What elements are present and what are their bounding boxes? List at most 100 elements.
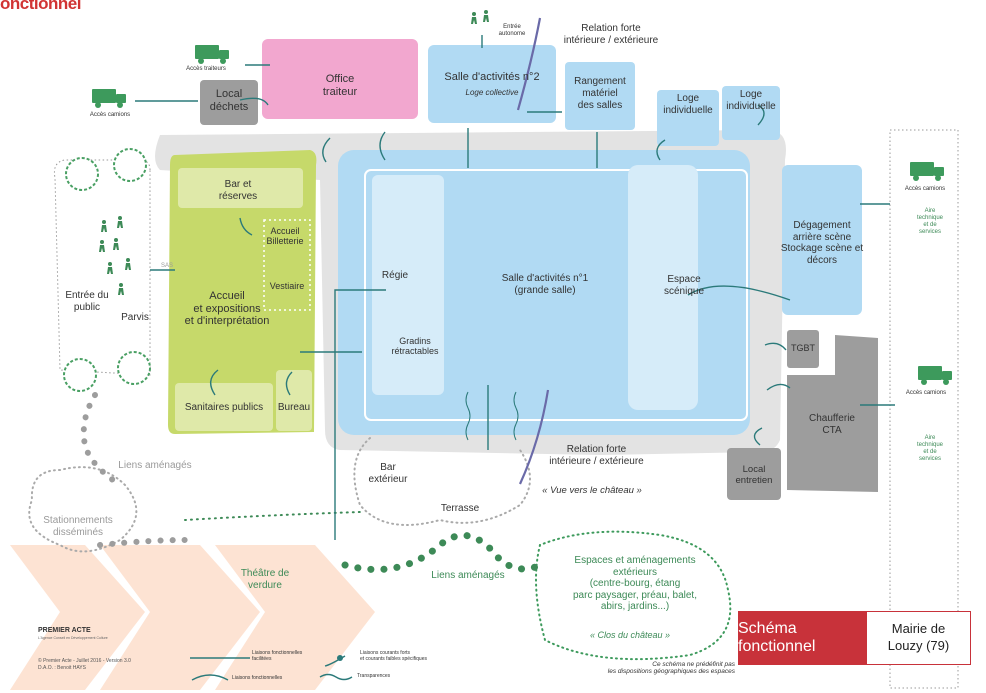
tgbt-block [787, 330, 819, 368]
rangement-label: Rangement matériel des salles [574, 76, 626, 111]
office-traiteur-label: Office traiteur [322, 73, 358, 98]
bar-exterieur-label: Bar extérieur [368, 462, 408, 485]
bar-block [178, 168, 303, 208]
local-entretien-label: Local entretien [735, 464, 773, 486]
tree-icon [117, 351, 151, 385]
chevron-band [10, 545, 375, 690]
curve-7 [285, 371, 293, 396]
theatre-label: Théâtre de verdure [240, 568, 290, 591]
sanitaires-block [175, 383, 273, 431]
dotted-path-grey [80, 392, 123, 488]
publisher-logo-text: PREMIER ACTE [38, 627, 91, 634]
rangement-block [565, 62, 635, 130]
terrasse-label: Terrasse [440, 503, 480, 514]
trucks [92, 45, 952, 385]
transparency-waves [465, 391, 519, 441]
curve-10 [753, 427, 763, 446]
stationnement-cloud [28, 466, 138, 553]
acces-camions-right-bottom-label: Accès camions [905, 390, 947, 396]
legend-glyphs [190, 655, 353, 681]
vestiaire-outline [263, 219, 311, 311]
chevron-shape-3 [215, 545, 375, 690]
curve-11 [239, 97, 269, 106]
local-dechets-block [200, 80, 258, 125]
bureau-block [276, 370, 312, 431]
trees [63, 148, 151, 392]
credit-text: © Premier Acte - Juillet 2016 - Version … [38, 658, 131, 671]
vue-chateau-label: « Vue vers le château » [542, 485, 642, 496]
legend-wave-transparences [319, 673, 353, 681]
clos-chateau-label: « Clos du château » [589, 630, 671, 640]
salle2-label: Salle d'activités n°2 [444, 71, 540, 83]
bar-reserves-label: Bar et réserves [218, 179, 258, 202]
liens-amenages-2-label: Liens aménagés [431, 570, 505, 581]
loge2-label: Loge individuelle [726, 89, 776, 112]
strong-relation-arrows [516, 17, 550, 485]
salle2-sub-label: Loge collective [465, 88, 519, 97]
curve-2 [379, 131, 386, 161]
truck-icon [910, 162, 944, 181]
scene-zone [628, 165, 698, 410]
relation-arrow-bottom [518, 389, 550, 485]
gradins-zone [372, 175, 444, 395]
stamp-title: Schéma fonctionnel [738, 611, 866, 665]
acces-camions-right-top-label: Accès camions [904, 186, 946, 192]
dotted-path-thin [184, 511, 361, 521]
parvis-label: Parvis [121, 312, 149, 323]
legend-facilitees-label: Liaisons fonctionnelles facilitées [252, 650, 303, 662]
tree-icon [65, 157, 99, 191]
chevron-shape-2 [100, 545, 260, 690]
local-entretien-block [727, 448, 781, 500]
entree-public-label: Entrée du public [65, 290, 109, 313]
person-icon [99, 240, 105, 252]
person-icon [113, 238, 119, 250]
truck-icon [195, 45, 229, 64]
dotted-path-green [341, 532, 544, 573]
wave-2 [513, 391, 519, 441]
curve-8 [764, 342, 787, 351]
legend-fonctionnelles-label: Liaisons fonctionnelles [232, 675, 283, 681]
legend-transparences-label: Transparences [357, 673, 391, 679]
person-icon [101, 220, 107, 232]
legend-courants-label: Liaisons courants forts et courants faib… [360, 650, 427, 662]
curve-6 [210, 369, 219, 396]
exterior-cloud [535, 530, 732, 661]
relation-bottom-label: Relation forte intérieure / extérieure [549, 444, 644, 467]
disclaimer-label: Ce schéma ne prédéfinit pas les disposit… [607, 661, 735, 676]
entrance-outline [54, 159, 151, 376]
chaufferie-block [787, 335, 878, 492]
bureau-label: Bureau [277, 402, 311, 413]
person-icon [471, 12, 477, 24]
curve-1 [322, 137, 331, 163]
sas-label: SAS [160, 263, 173, 269]
legend-curve-fonctionnelles [191, 674, 229, 681]
person-icon [118, 283, 124, 295]
office-traiteur-block [262, 39, 418, 119]
curve-5 [239, 217, 253, 236]
dotted-path-grey-2 [97, 537, 188, 548]
accueil-billetterie-label: Accueil Billetterie [266, 226, 304, 247]
curved-links [210, 97, 791, 446]
stamp-client: Mairie de Louzy (79) [866, 611, 971, 665]
legend-dot [337, 655, 343, 661]
accueil-expo-label: Accueil et expositions et d'interprétati… [184, 290, 270, 328]
relation-arrow-top [516, 17, 542, 111]
aire-bottom-label: Aire technique et de services [916, 435, 944, 462]
acces-traiteurs-label: Accès traiteurs [186, 66, 226, 72]
degagement-block [782, 165, 862, 315]
accueil-zone [168, 150, 317, 434]
loge1-label: Loge individuelle [663, 93, 713, 116]
salle1-label: Salle d'activités n°1 (grande salle) [501, 273, 589, 296]
person-icon [107, 262, 113, 274]
gradins-label: Gradins rétractables [391, 336, 439, 357]
link-regie-vertical [334, 289, 386, 540]
tree-icon [113, 148, 147, 182]
loge1-block [657, 90, 719, 146]
curve-3 [656, 139, 666, 161]
person-icon [117, 216, 123, 228]
acces-camions-left-label: Accès camions [89, 112, 131, 118]
curve-9 [766, 383, 791, 391]
tgbt-label: TGBT [791, 343, 815, 353]
